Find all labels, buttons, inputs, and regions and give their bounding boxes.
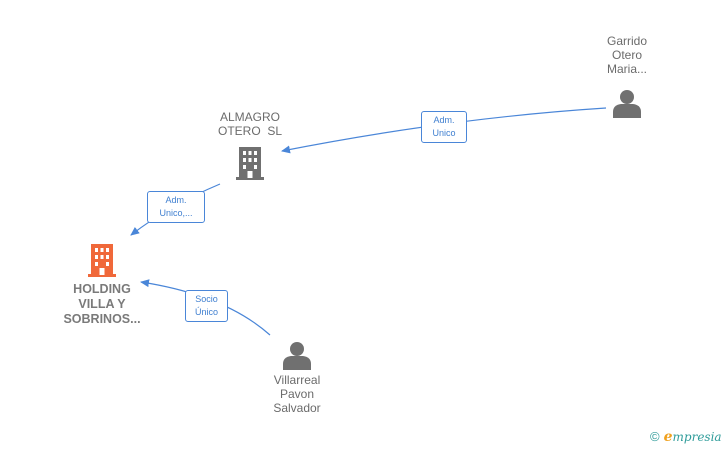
person-icon <box>613 90 641 118</box>
edge-label-line: Unico,... <box>159 208 193 218</box>
label-line: Garrido <box>606 34 647 48</box>
building-icon <box>236 147 264 180</box>
label-line: HOLDING <box>73 282 131 296</box>
label-line: SOBRINOS... <box>63 312 141 326</box>
node-holding[interactable]: HOLDING VILLA Y SOBRINOS... <box>54 242 150 327</box>
brand-name: mpresia <box>672 430 722 444</box>
edge-label-garrido-almagro[interactable]: Adm. Unico <box>421 111 467 143</box>
node-garrido[interactable]: Garrido Otero Maria... <box>590 34 664 118</box>
edge-label-line: Único <box>194 307 218 317</box>
node-label: Villarreal Pavon Salvador <box>258 373 336 415</box>
person-icon <box>283 342 311 370</box>
label-line: Pavon <box>279 387 315 401</box>
building-icon <box>88 244 116 277</box>
node-almagro[interactable]: ALMAGRO OTERO SL <box>200 110 300 181</box>
label-line: Salvador <box>273 401 321 415</box>
label-line: VILLA Y <box>78 297 126 311</box>
label-line: OTERO SL <box>217 124 282 138</box>
node-villarreal[interactable]: Villarreal Pavon Salvador <box>258 340 336 415</box>
label-line: Villarreal <box>273 373 321 387</box>
node-label: ALMAGRO OTERO SL <box>200 110 300 138</box>
label-line: Otero <box>611 48 642 62</box>
edge-label-line: Adm. <box>165 195 187 205</box>
edge-label-line: Adm. <box>433 115 455 125</box>
edge-label-almagro-holding[interactable]: Adm. Unico,... <box>147 191 205 223</box>
node-label: HOLDING VILLA Y SOBRINOS... <box>54 282 150 327</box>
edge-label-line: Socio <box>195 294 218 304</box>
brand-initial: e <box>663 429 673 445</box>
node-label: Garrido Otero Maria... <box>590 34 664 76</box>
edge-label-villarreal-holding[interactable]: Socio Único <box>185 290 228 322</box>
brand-logo: ©empresia <box>650 429 722 445</box>
label-line: Maria... <box>606 62 647 76</box>
edge-label-line: Unico <box>432 128 456 138</box>
label-line: ALMAGRO <box>219 110 280 124</box>
copyright-symbol: © <box>650 429 660 444</box>
